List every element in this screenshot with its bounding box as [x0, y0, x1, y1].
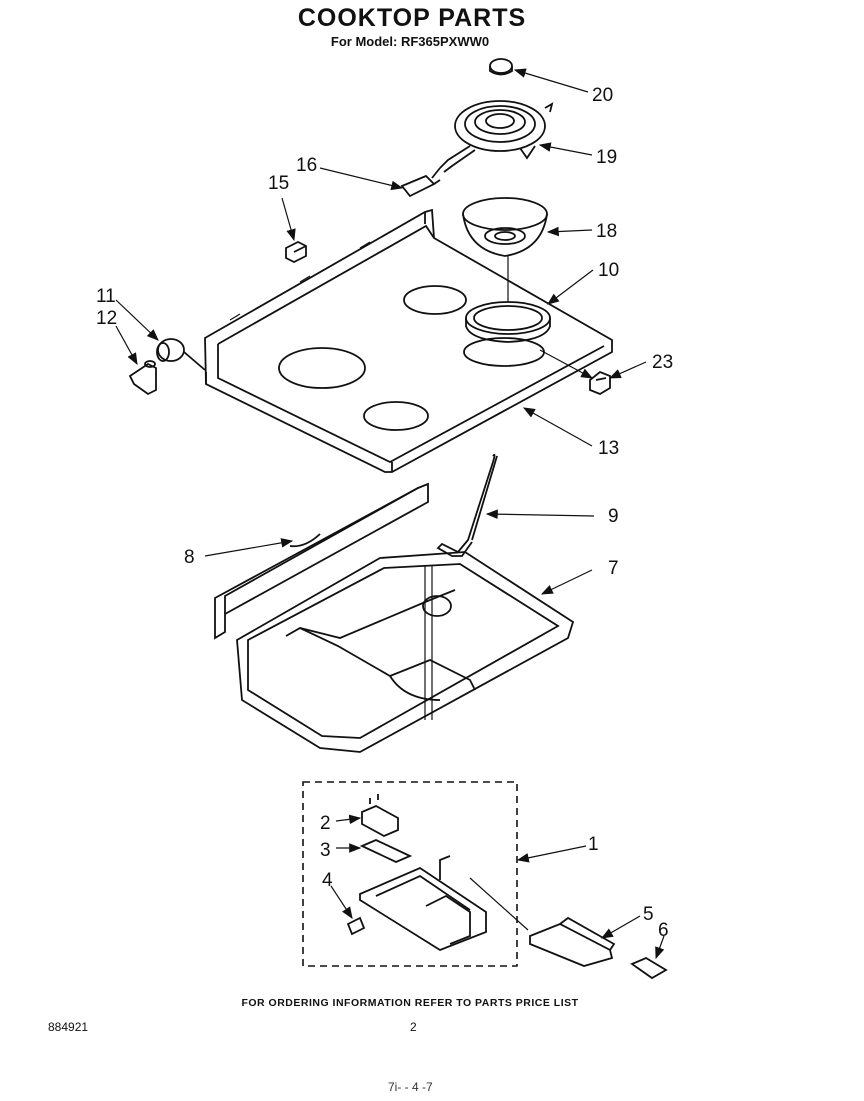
callout-9: 9 — [608, 506, 619, 527]
part-1-group-box — [302, 781, 518, 967]
part-13-cooktop-panel — [204, 208, 613, 473]
document-number: 884921 — [48, 1020, 89, 1034]
callout-6: 6 — [658, 920, 669, 941]
part-1-bracket-assembly — [359, 855, 487, 952]
part-15-clip — [285, 240, 307, 264]
callout-20: 20 — [592, 85, 613, 106]
callout-3: 3 — [320, 840, 331, 861]
callout-12: 12 — [96, 308, 117, 329]
part-23-clip — [589, 370, 611, 396]
part-10-trim-ring — [465, 256, 551, 343]
callout-16: 16 — [296, 155, 317, 176]
callout-18: 18 — [596, 221, 617, 242]
callout-11: 11 — [96, 286, 116, 307]
page-number: 2 — [410, 1020, 417, 1034]
scan-mark: 7i- - 4 -7 — [388, 1080, 433, 1094]
part-9-rod — [436, 453, 498, 557]
leader-lines — [115, 68, 665, 960]
ordering-note: FOR ORDERING INFORMATION REFER TO PARTS … — [241, 997, 579, 1009]
page-title: COOKTOP PARTS — [297, 4, 527, 32]
part-7-burner-box — [236, 551, 575, 753]
callout-15: 15 — [268, 173, 289, 194]
callout-8: 8 — [184, 547, 195, 568]
part-2-switch — [361, 794, 399, 837]
part-20-cap — [489, 58, 513, 76]
callout-10: 10 — [598, 260, 619, 281]
callout-7: 7 — [608, 558, 619, 579]
callout-19: 19 — [596, 147, 617, 168]
part-6-connector — [630, 956, 668, 980]
part-18-drip-bowl — [462, 197, 548, 257]
part-12-screw — [128, 360, 157, 396]
model-subtitle: For Model: RF365PXWW0 — [330, 34, 490, 49]
callout-5: 5 — [643, 904, 654, 925]
callout-23: 23 — [652, 352, 673, 373]
part-11-bracket — [156, 338, 206, 371]
part-4-clip — [346, 916, 366, 936]
part-19-surface-element — [431, 100, 554, 179]
callout-13: 13 — [598, 438, 619, 459]
callout-4: 4 — [322, 870, 333, 891]
callout-2: 2 — [320, 813, 331, 834]
part-5-harness — [529, 916, 616, 967]
part-16-terminal-block — [400, 174, 441, 198]
part-3-insulator — [359, 839, 413, 863]
callout-1: 1 — [588, 834, 599, 855]
